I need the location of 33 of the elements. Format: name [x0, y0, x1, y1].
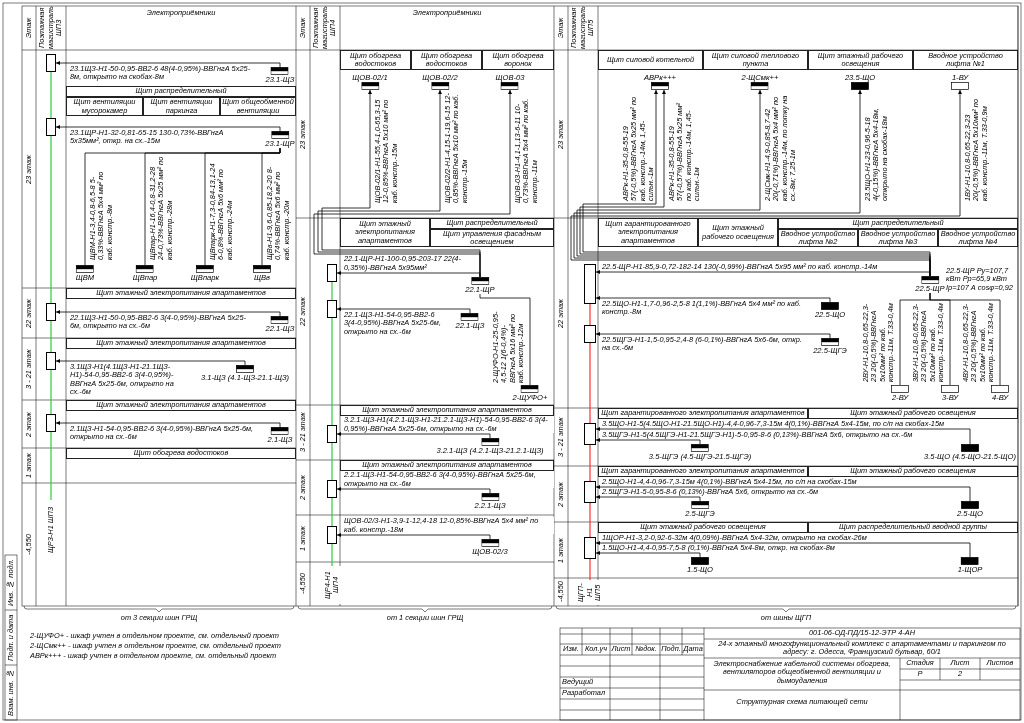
riser-line: [589, 502, 591, 538]
junction-box: [327, 425, 337, 443]
cable-line: [261, 147, 281, 266]
junction-box: [46, 303, 56, 321]
junction-box: [327, 480, 337, 498]
riser-line: [589, 444, 591, 482]
riser-line: [50, 71, 52, 119]
riser-line: [50, 320, 52, 353]
riser-line: [589, 558, 591, 581]
riser-line: [50, 135, 52, 304]
riser-line: [331, 317, 333, 426]
riser-line: [331, 442, 333, 481]
riser-line: [331, 543, 333, 567]
junction-box: [46, 118, 56, 136]
cable-line: [479, 293, 531, 386]
junction-box: [46, 414, 56, 432]
riser-line: [589, 342, 591, 424]
junction-box: [46, 352, 56, 370]
junction-box: [584, 481, 596, 503]
junction-box: [584, 423, 596, 445]
riser-line: [50, 431, 52, 501]
riser-line: [589, 303, 591, 326]
riser-line: [50, 369, 52, 415]
junction-box: [46, 54, 56, 72]
junction-box: [327, 526, 337, 544]
junction-box: [584, 325, 596, 343]
cable-line: [929, 292, 1001, 386]
junction-box: [327, 300, 337, 318]
junction-box: [584, 264, 596, 304]
riser-line: [331, 281, 333, 301]
junction-box: [584, 537, 596, 559]
riser-line: [331, 497, 333, 527]
junction-box: [327, 264, 337, 282]
